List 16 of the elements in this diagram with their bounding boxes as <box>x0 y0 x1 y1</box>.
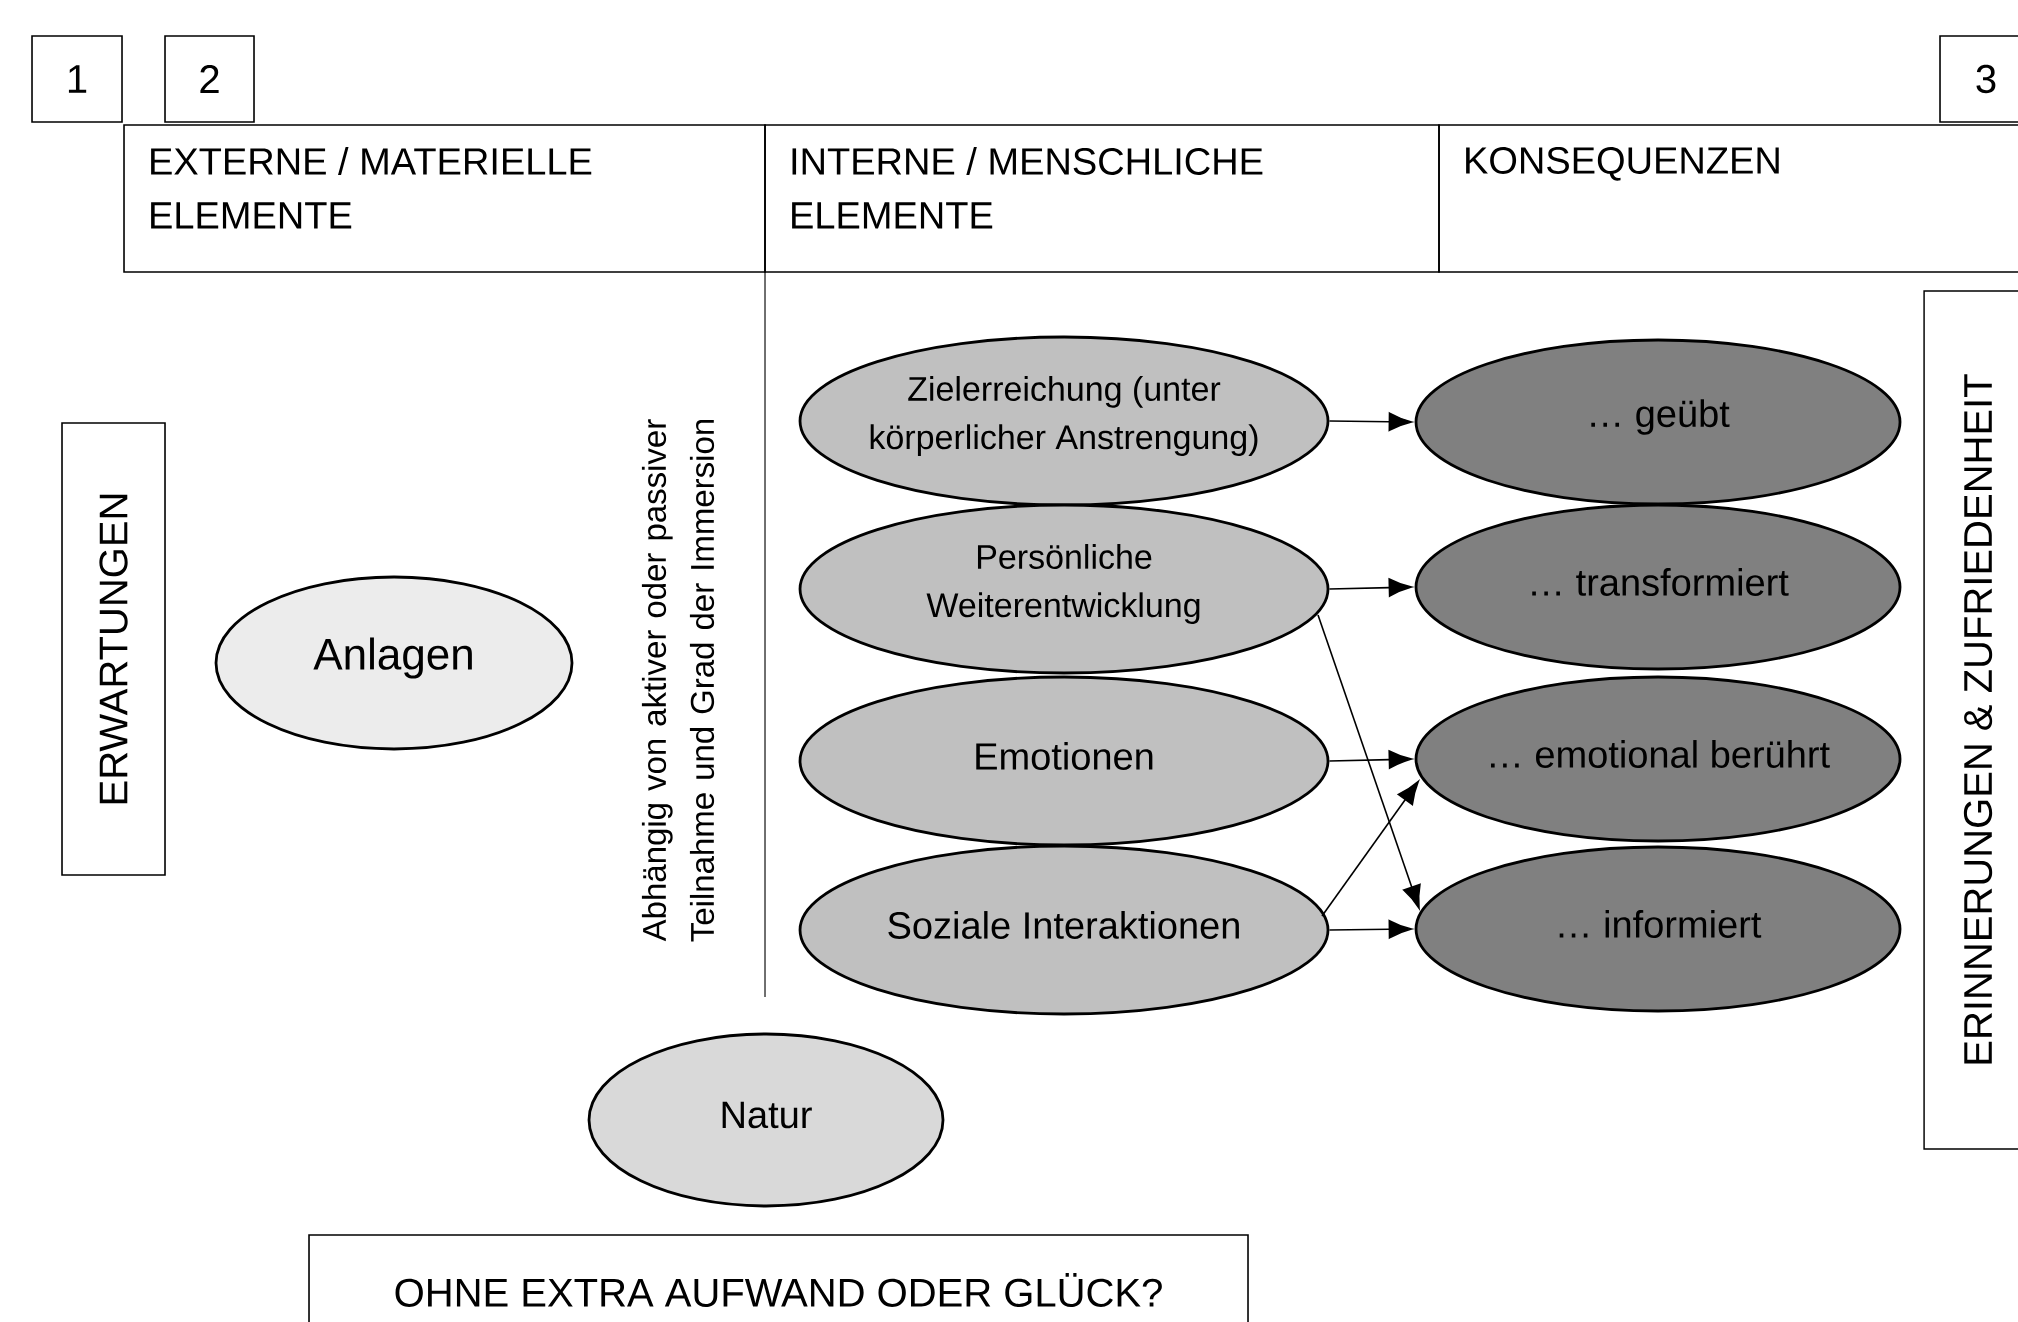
arrow <box>1328 919 1413 939</box>
number-box: OHNE EXTRA AUFWAND ODER GLÜCK? <box>308 1234 1249 1322</box>
label-box: ERINNERUNGEN & ZUFRIEDENHEIT <box>1923 290 2018 1150</box>
header-cell: EXTERNE / MATERIELLE ELEMENTE <box>123 124 766 273</box>
arrow <box>1328 750 1413 769</box>
arrow <box>1317 614 1421 909</box>
arrow <box>1321 780 1419 917</box>
arrow <box>1328 412 1413 432</box>
number-box: 1 <box>31 35 123 123</box>
rotated-label: Abhängig von aktiver oder passiver Teilnahme und Grad der Immersion <box>641 419 715 942</box>
number-box: 3 <box>1939 35 2018 123</box>
arrow <box>1328 578 1413 597</box>
label-box: ERWARTUNGEN <box>61 422 166 876</box>
header-cell: INTERNE / MENSCHLICHE ELEMENTE <box>764 124 1440 273</box>
number-box: 2 <box>164 35 255 123</box>
header-cell: KONSEQUENZEN <box>1438 124 2018 273</box>
